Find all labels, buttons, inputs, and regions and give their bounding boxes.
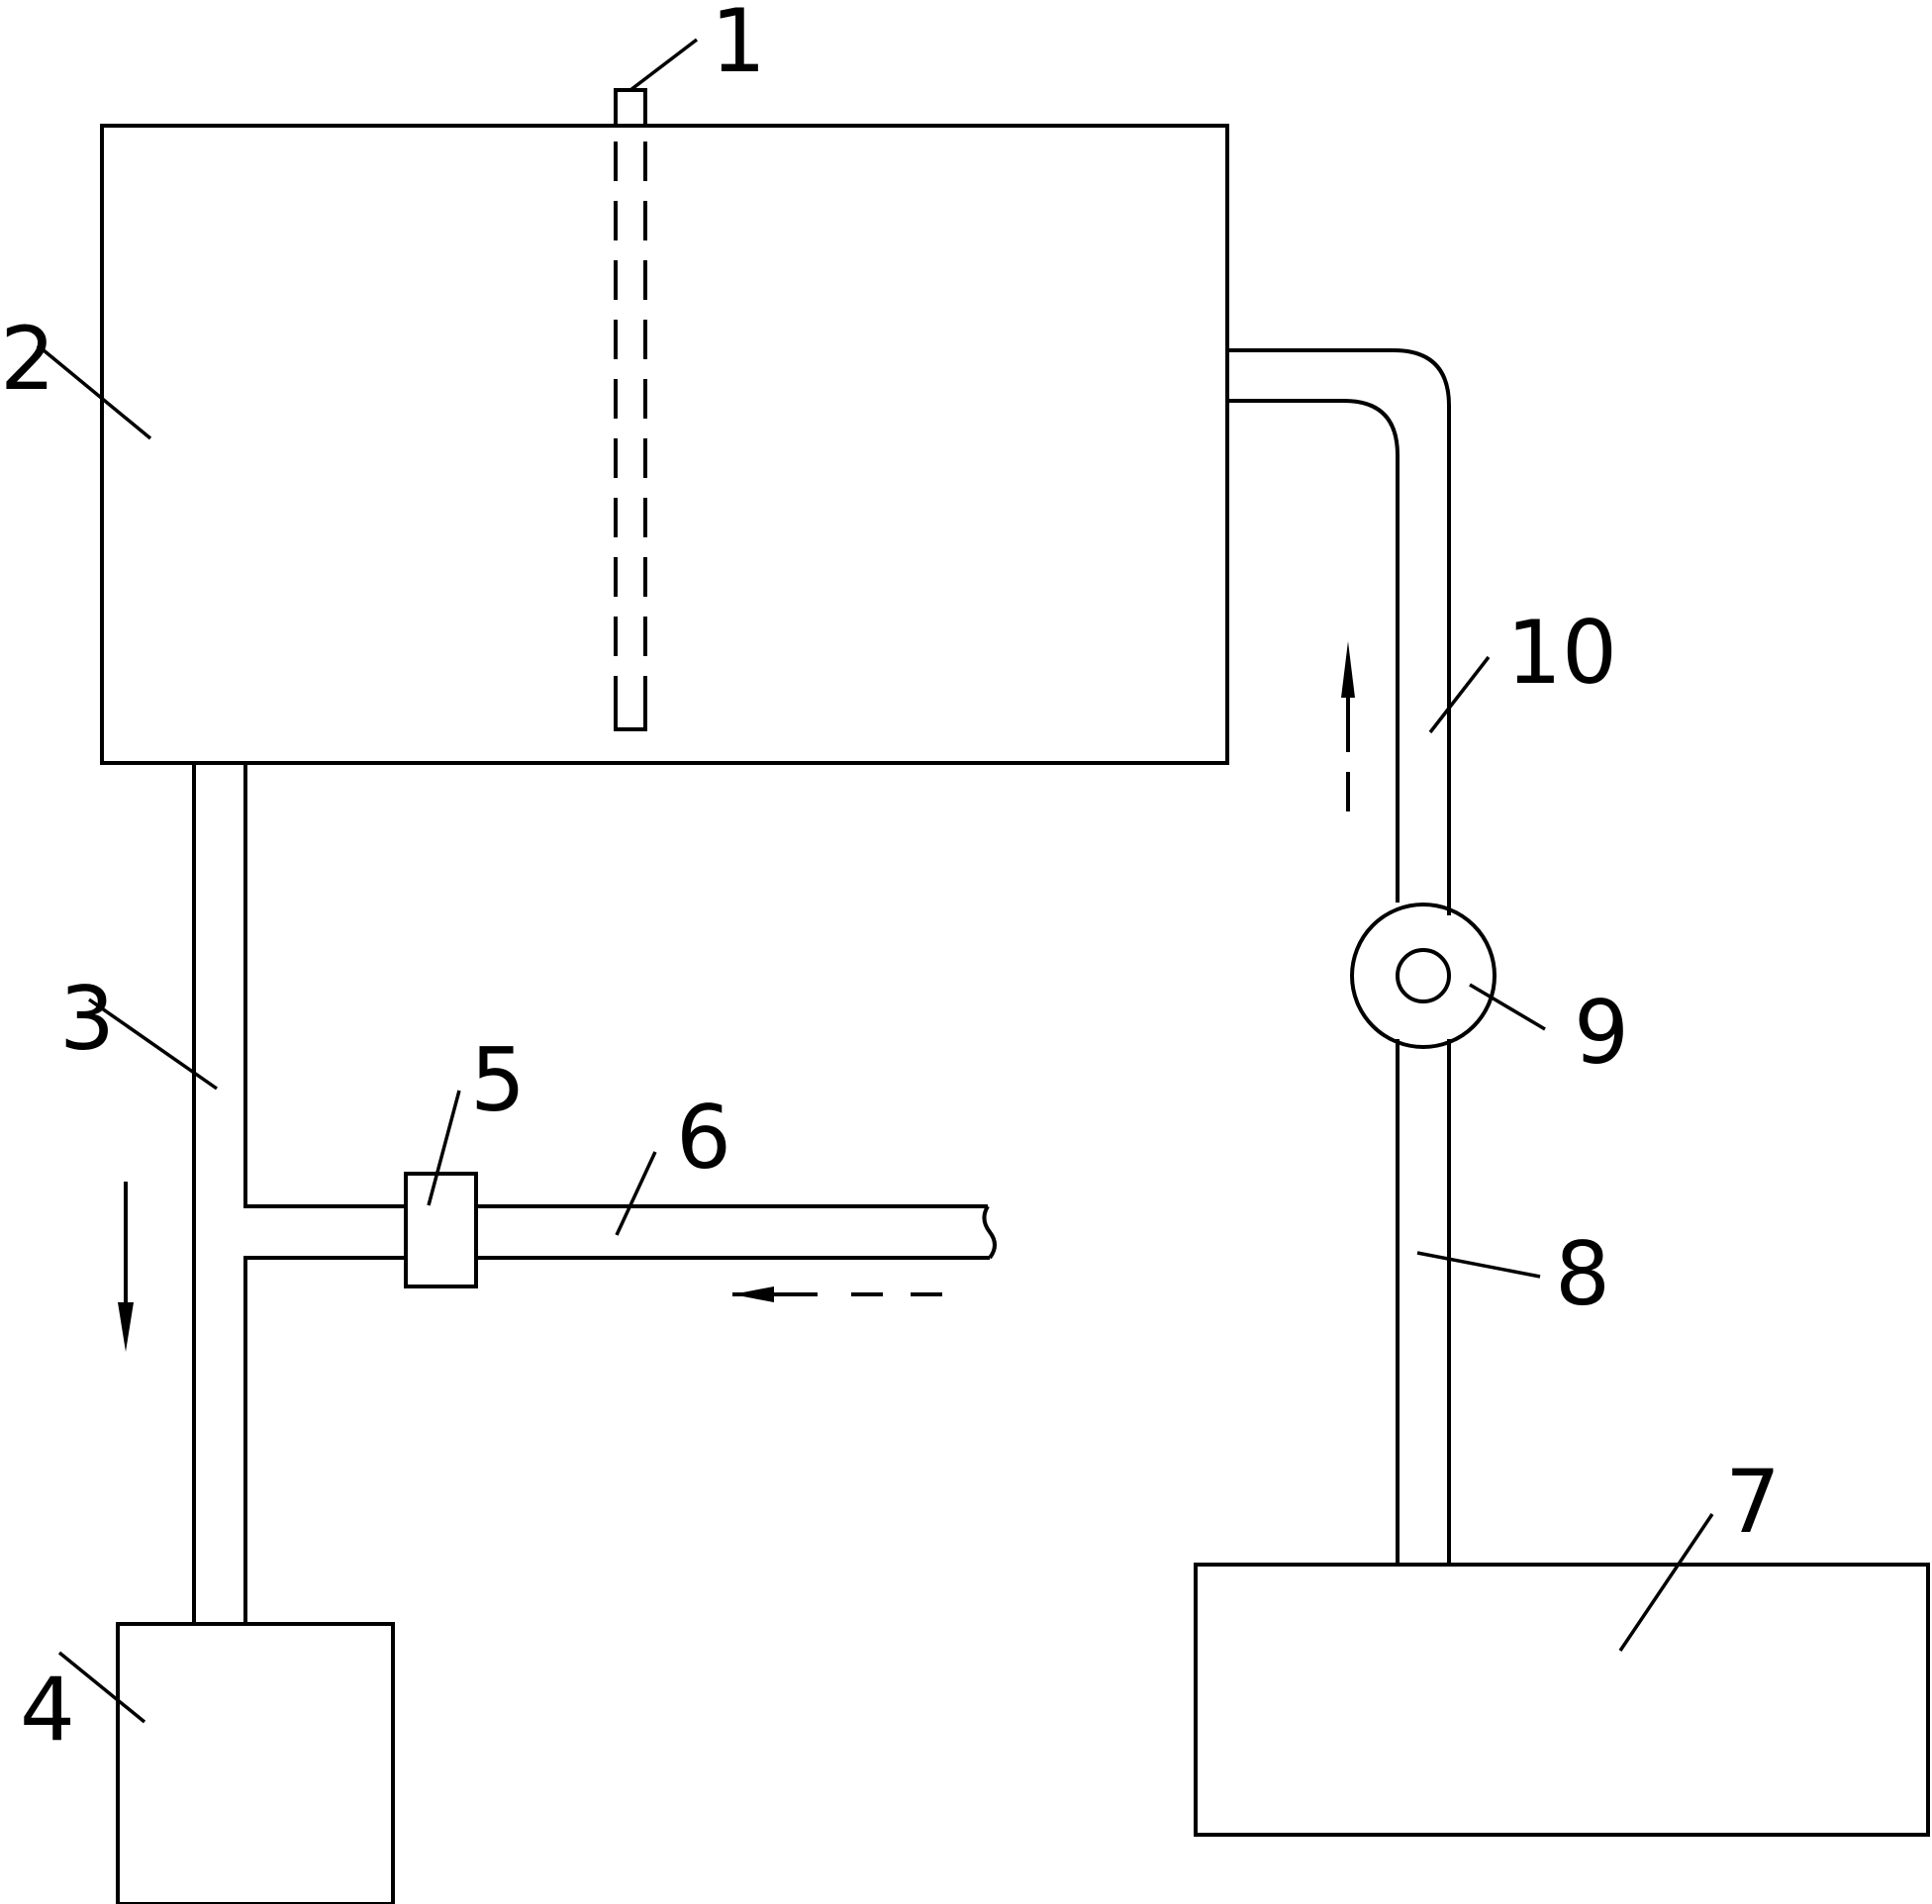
label-5: 5 <box>470 1029 526 1131</box>
collection-box <box>116 1622 395 1904</box>
valve <box>404 1172 478 1288</box>
supply-tank <box>1194 1563 1930 1837</box>
label-2: 2 <box>0 308 55 410</box>
flow-arrow-down <box>118 1182 134 1352</box>
label-7: 7 <box>1725 1451 1781 1553</box>
flow-arrow-left <box>732 1286 942 1302</box>
label-1: 1 <box>711 0 766 92</box>
return-pipe-upper <box>1227 348 1451 915</box>
label-6: 6 <box>676 1087 731 1189</box>
label-3: 3 <box>59 968 115 1070</box>
main-tank <box>100 124 1229 765</box>
probe-tube <box>614 88 647 731</box>
inlet-pipe <box>476 1204 997 1260</box>
return-pipe-lower <box>1396 1039 1451 1565</box>
label-10: 10 <box>1506 602 1617 704</box>
label-8: 8 <box>1555 1223 1610 1325</box>
pump <box>1350 903 1497 1049</box>
drain-pipe <box>192 763 406 1624</box>
label-4: 4 <box>20 1659 75 1761</box>
label-9: 9 <box>1574 982 1629 1084</box>
leader-lines <box>36 38 1714 1724</box>
flow-arrow-up <box>1341 641 1355 811</box>
